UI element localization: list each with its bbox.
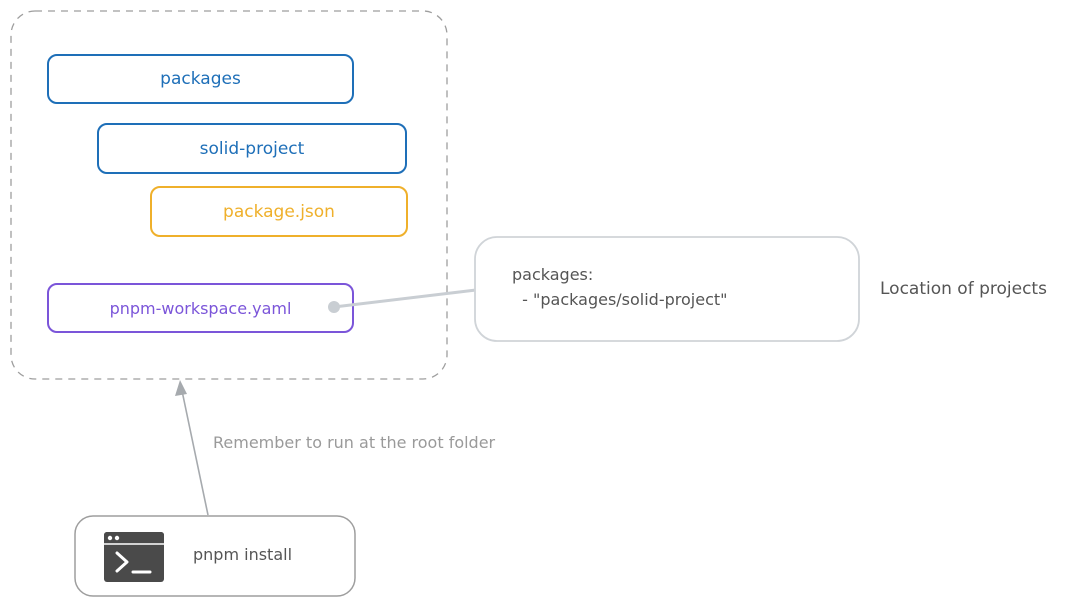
package-json-label: package.json bbox=[223, 201, 335, 222]
packages-box[interactable] bbox=[47, 54, 354, 104]
run-arrow-shaft bbox=[180, 385, 209, 516]
connector-start-dot bbox=[328, 301, 340, 313]
config-card[interactable] bbox=[474, 236, 860, 342]
solid-project-label: solid-project bbox=[199, 138, 305, 159]
command-text: pnpm install bbox=[193, 545, 293, 564]
package-json-box[interactable] bbox=[150, 186, 408, 237]
run-arrow-head bbox=[175, 380, 187, 396]
root-folder-boundary bbox=[10, 10, 448, 380]
location-annotation: Location of projects bbox=[880, 279, 1047, 299]
pnpm-workspace-box[interactable] bbox=[47, 283, 354, 333]
config-connector bbox=[332, 288, 478, 309]
solid-project-box[interactable] bbox=[97, 123, 407, 174]
packages-label: packages bbox=[160, 69, 241, 89]
config-line-1: packages: bbox=[512, 265, 594, 284]
root-folder-note: Remember to run at the root folder bbox=[213, 433, 496, 452]
pnpm-workspace-label: pnpm-workspace.yaml bbox=[109, 298, 292, 318]
config-line-2: - "packages/solid-project" bbox=[512, 290, 728, 309]
terminal-icon bbox=[104, 532, 164, 582]
